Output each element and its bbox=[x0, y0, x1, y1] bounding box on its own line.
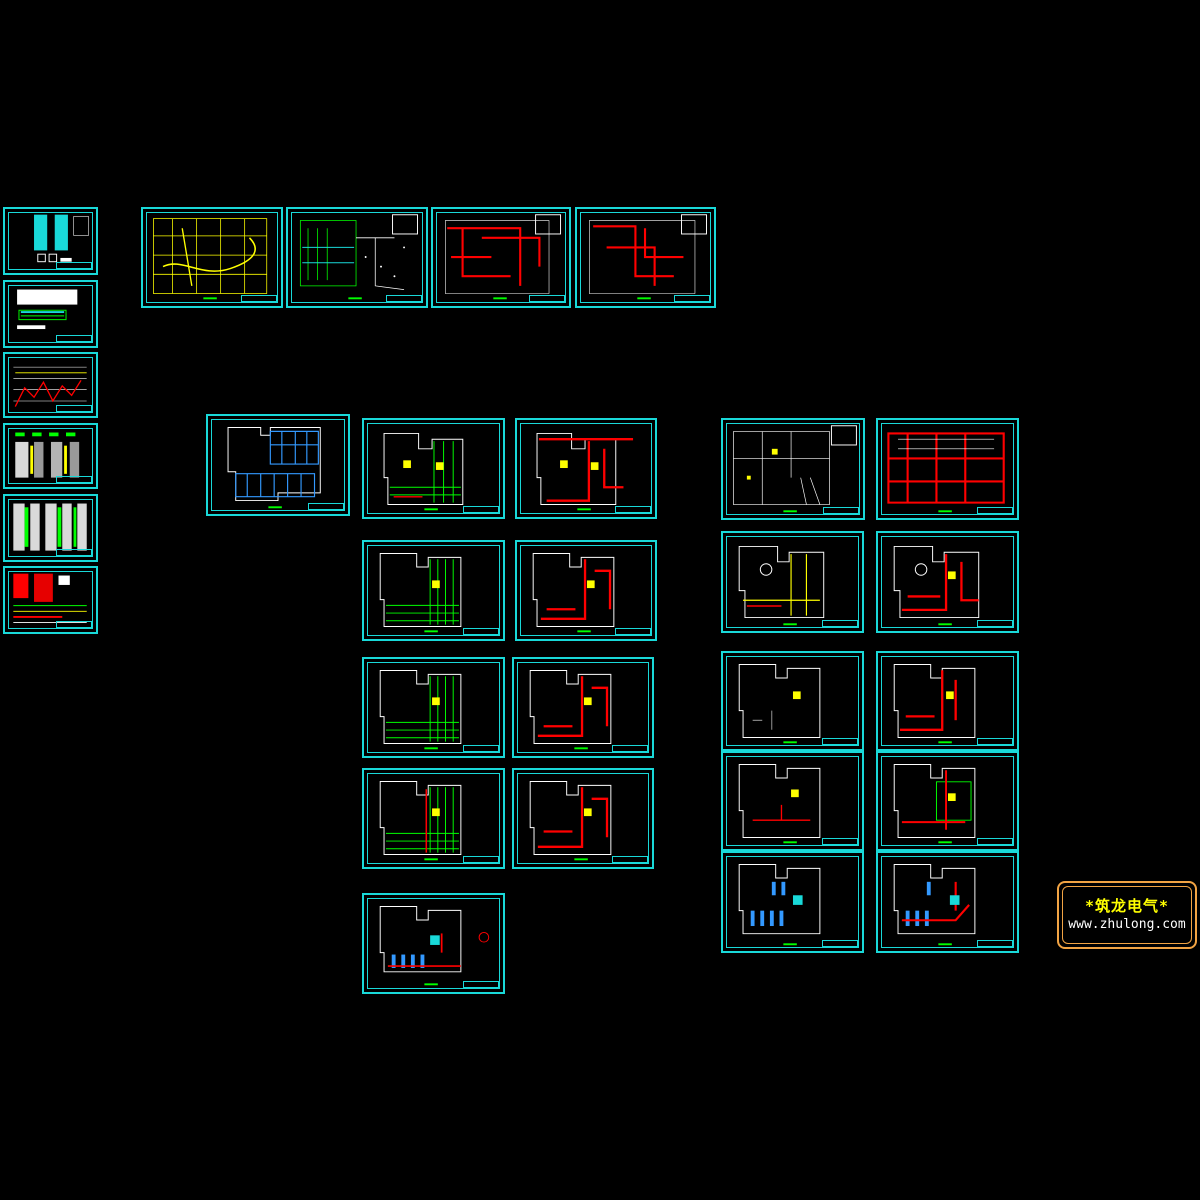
drawing-sheet-level-2-red[interactable] bbox=[876, 651, 1019, 751]
drawing-sheet-floor-4-red[interactable] bbox=[512, 768, 654, 869]
drawing-sheet-floor-2-red[interactable] bbox=[515, 540, 657, 641]
watermark-title: *筑龙电气* bbox=[1084, 897, 1170, 915]
drawing-sheet-roof-white[interactable] bbox=[721, 851, 864, 953]
drawing-sheet-floor-3-green[interactable] bbox=[362, 657, 505, 758]
watermark-url: www.zhulong.com bbox=[1068, 917, 1186, 932]
drawing-sheet-level-3-white[interactable] bbox=[721, 751, 864, 851]
drawing-sheet-site-plan-1[interactable] bbox=[141, 207, 283, 308]
drawing-sheet-floor-3-red[interactable] bbox=[512, 657, 654, 758]
drawing-sheet-level-2-white[interactable] bbox=[721, 651, 864, 751]
drawing-sheet-floor-4-green[interactable] bbox=[362, 768, 505, 869]
drawing-sheet-level-1-yellow[interactable] bbox=[721, 531, 864, 633]
drawing-sheet-floor-2-green[interactable] bbox=[362, 540, 505, 641]
drawing-sheet-legend[interactable] bbox=[3, 280, 98, 348]
drawing-sheet-system-2[interactable] bbox=[3, 423, 98, 489]
drawing-sheet-system-3[interactable] bbox=[3, 494, 98, 562]
watermark-stamp: *筑龙电气* www.zhulong.com bbox=[1057, 881, 1197, 949]
drawing-sheet-roof-plan[interactable] bbox=[362, 893, 505, 994]
drawing-sheet-floor-key-plan[interactable] bbox=[206, 414, 350, 516]
drawing-sheet-roof-red[interactable] bbox=[876, 851, 1019, 953]
drawing-sheet-floor-1-red[interactable] bbox=[515, 418, 657, 519]
drawing-sheet-basement-white[interactable] bbox=[721, 418, 865, 520]
drawing-sheet-level-3-red[interactable] bbox=[876, 751, 1019, 851]
drawing-sheet-level-1-red[interactable] bbox=[876, 531, 1019, 633]
drawing-sheet-site-plan-4[interactable] bbox=[575, 207, 716, 308]
drawing-sheet-basement-red[interactable] bbox=[876, 418, 1019, 520]
drawing-sheet-system-4[interactable] bbox=[3, 566, 98, 634]
drawing-sheet-system-1[interactable] bbox=[3, 352, 98, 418]
drawing-sheet-floor-1-green[interactable] bbox=[362, 418, 505, 519]
drawing-sheet-cover[interactable] bbox=[3, 207, 98, 275]
drawing-sheet-site-plan-2[interactable] bbox=[286, 207, 428, 308]
drawing-sheet-site-plan-3[interactable] bbox=[431, 207, 571, 308]
